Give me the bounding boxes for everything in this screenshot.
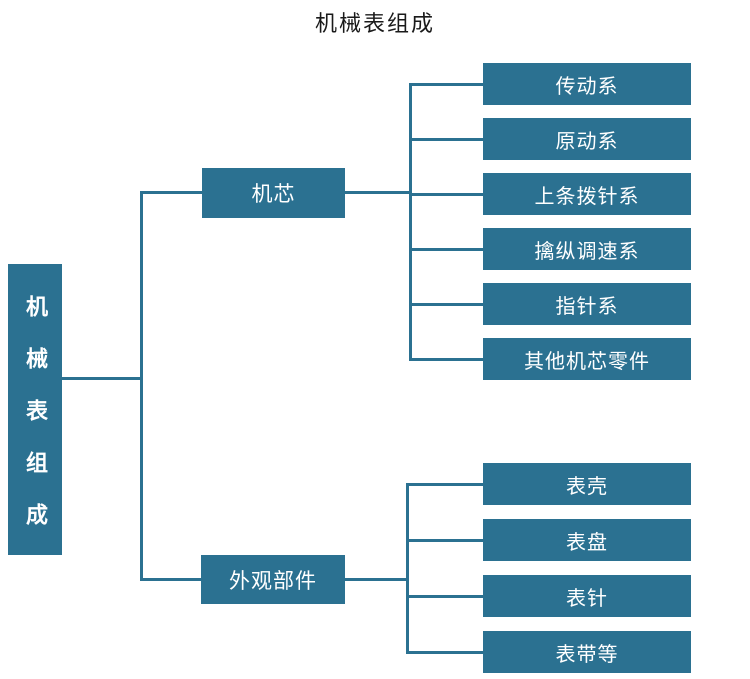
- branch-in-line: [140, 191, 202, 194]
- root-connector-line: [62, 377, 140, 380]
- branch-in-line: [140, 578, 201, 581]
- leaf-node-label: 擒纵调速系: [534, 240, 640, 263]
- leaf-stub-line: [409, 137, 483, 141]
- leaf-node-label: 指针系: [555, 295, 619, 318]
- leaf-node: 上条拨针系: [483, 173, 691, 215]
- leaf-node: 表盘: [483, 519, 691, 561]
- leaf-node: 擒纵调速系: [483, 228, 691, 270]
- root-node: 机械表组成: [8, 264, 62, 555]
- branch-node-movement: 机芯: [202, 168, 345, 218]
- branch-out-line: [345, 578, 406, 581]
- diagram-title: 机械表组成: [314, 11, 435, 36]
- leaf-node-label: 表带等: [555, 643, 619, 666]
- leaf-node: 传动系: [483, 63, 691, 105]
- leaf-stub-line: [409, 302, 483, 306]
- leaf-node: 原动系: [483, 118, 691, 160]
- leaf-stub-line: [409, 357, 483, 361]
- leaf-node-label: 其他机芯零件: [524, 350, 650, 373]
- leaf-node-label: 表针: [566, 587, 608, 610]
- branch-node-label: 外观部件: [229, 568, 317, 593]
- leaf-node-label: 原动系: [555, 130, 619, 153]
- leaf-node: 其他机芯零件: [483, 338, 691, 380]
- leaf-stub-line: [406, 650, 483, 654]
- leaf-node: 表带等: [483, 631, 691, 673]
- main-spine-line: [140, 191, 143, 581]
- leaf-stub-line: [409, 82, 483, 86]
- root-node-label: 机械表组成: [23, 294, 48, 555]
- leaf-node-label: 表壳: [566, 475, 608, 498]
- leaf-node-label: 传动系: [555, 75, 619, 98]
- leaf-node: 表壳: [483, 463, 691, 505]
- leaf-stub-line: [409, 192, 483, 196]
- branch-node-label: 机芯: [251, 182, 296, 206]
- leaf-stub-line: [406, 482, 483, 486]
- leaf-node-label: 表盘: [566, 531, 608, 554]
- leaf-node: 指针系: [483, 283, 691, 325]
- leaf-node: 表针: [483, 575, 691, 617]
- leaf-stub-line: [406, 538, 483, 542]
- leaf-node-label: 上条拨针系: [534, 185, 640, 208]
- leaf-stub-line: [406, 594, 483, 598]
- branch-node-exterior-parts: 外观部件: [201, 555, 345, 604]
- group-spine-line: [406, 482, 409, 654]
- branch-out-line: [345, 191, 409, 194]
- group-spine-line: [409, 82, 412, 361]
- leaf-stub-line: [409, 247, 483, 251]
